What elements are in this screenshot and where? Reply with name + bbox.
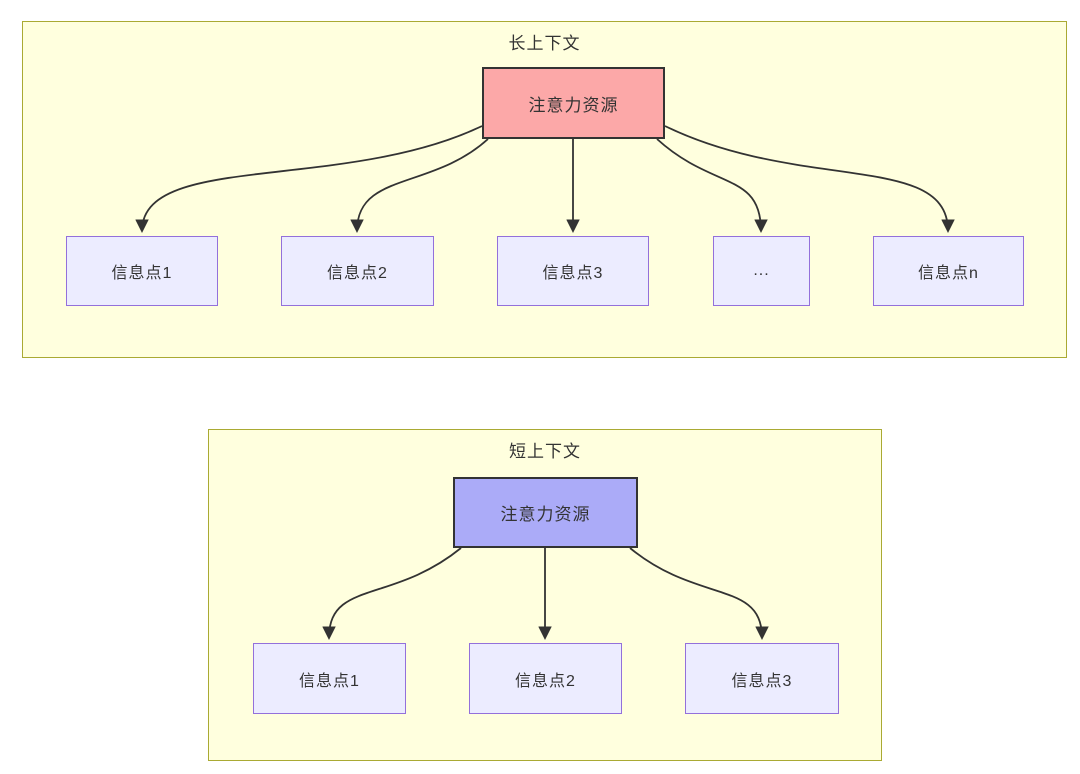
long-info-node-1: 信息点1 (66, 236, 218, 306)
long-info-node-3: 信息点3 (497, 236, 649, 306)
long-info-node-n: 信息点n (873, 236, 1024, 306)
short-context-title: 短上下文 (509, 442, 581, 461)
short-attention-node: 注意力资源 (453, 477, 638, 548)
long-info-node-2: 信息点2 (281, 236, 434, 306)
short-info-node-1: 信息点1 (253, 643, 406, 714)
short-info-node-2: 信息点2 (469, 643, 622, 714)
short-info-node-3: 信息点3 (685, 643, 839, 714)
long-context-title: 长上下文 (508, 34, 581, 53)
long-attention-node: 注意力资源 (482, 67, 665, 139)
long-info-node-ellipsis: ... (713, 236, 810, 306)
